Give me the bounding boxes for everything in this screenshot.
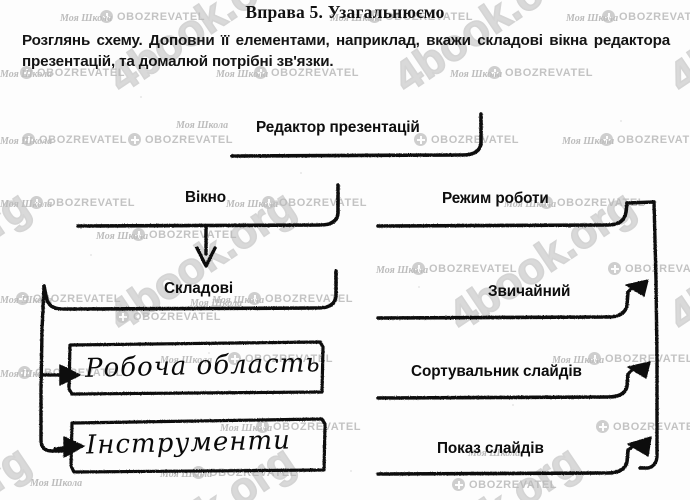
page-title: Вправа 5. Узагальнюємо <box>245 2 445 22</box>
node-label-pokaz-slaidiv: Показ слайдів <box>437 440 544 457</box>
node-rezhym-outline <box>376 201 629 228</box>
node-sortuvalnyk-outline <box>376 372 630 400</box>
arrow-to-instrumenty-head <box>63 436 85 458</box>
node-label-vikno: Вікно <box>185 189 227 206</box>
node-label-zvychainyi: Звичайний <box>488 283 571 300</box>
node-label-root: Редактор презентацій <box>256 119 420 136</box>
handwritten-answer-instrumenty: Інструменти <box>85 425 292 461</box>
node-skladovi-outline <box>73 269 338 311</box>
box-instrumenty-outline <box>69 417 327 474</box>
node-label-skladovi: Складові <box>164 280 234 297</box>
connector-skladovi-bracket <box>39 284 64 453</box>
node-pokaz-outline <box>376 448 630 476</box>
node-skladovi-left-hook <box>42 284 77 311</box>
arrow-pokaz-head <box>627 436 652 457</box>
arrow-sortuvalnyk-head <box>627 361 651 379</box>
box-robocha-oblast-outline <box>67 340 325 396</box>
node-root-outline <box>230 112 483 158</box>
node-label-sortuvalnyk-slaidiv: Сортувальник слайдів <box>411 363 582 380</box>
connector-modes-bracket <box>638 200 659 470</box>
node-vikno-outline <box>76 183 340 228</box>
arrow-vikno-to-skladovi-head <box>195 246 217 268</box>
connector-rezhym-top <box>625 200 656 205</box>
instruction-text: Розглянь схему. Доповни її елементами, н… <box>22 32 670 70</box>
node-zvychainyi-outline <box>376 290 630 320</box>
handwritten-answer-robocha-oblast: Робоча область <box>84 348 321 384</box>
node-label-rezhym-roboty: Режим роботи <box>442 190 549 207</box>
arrow-zvychainyi-head <box>625 279 649 297</box>
